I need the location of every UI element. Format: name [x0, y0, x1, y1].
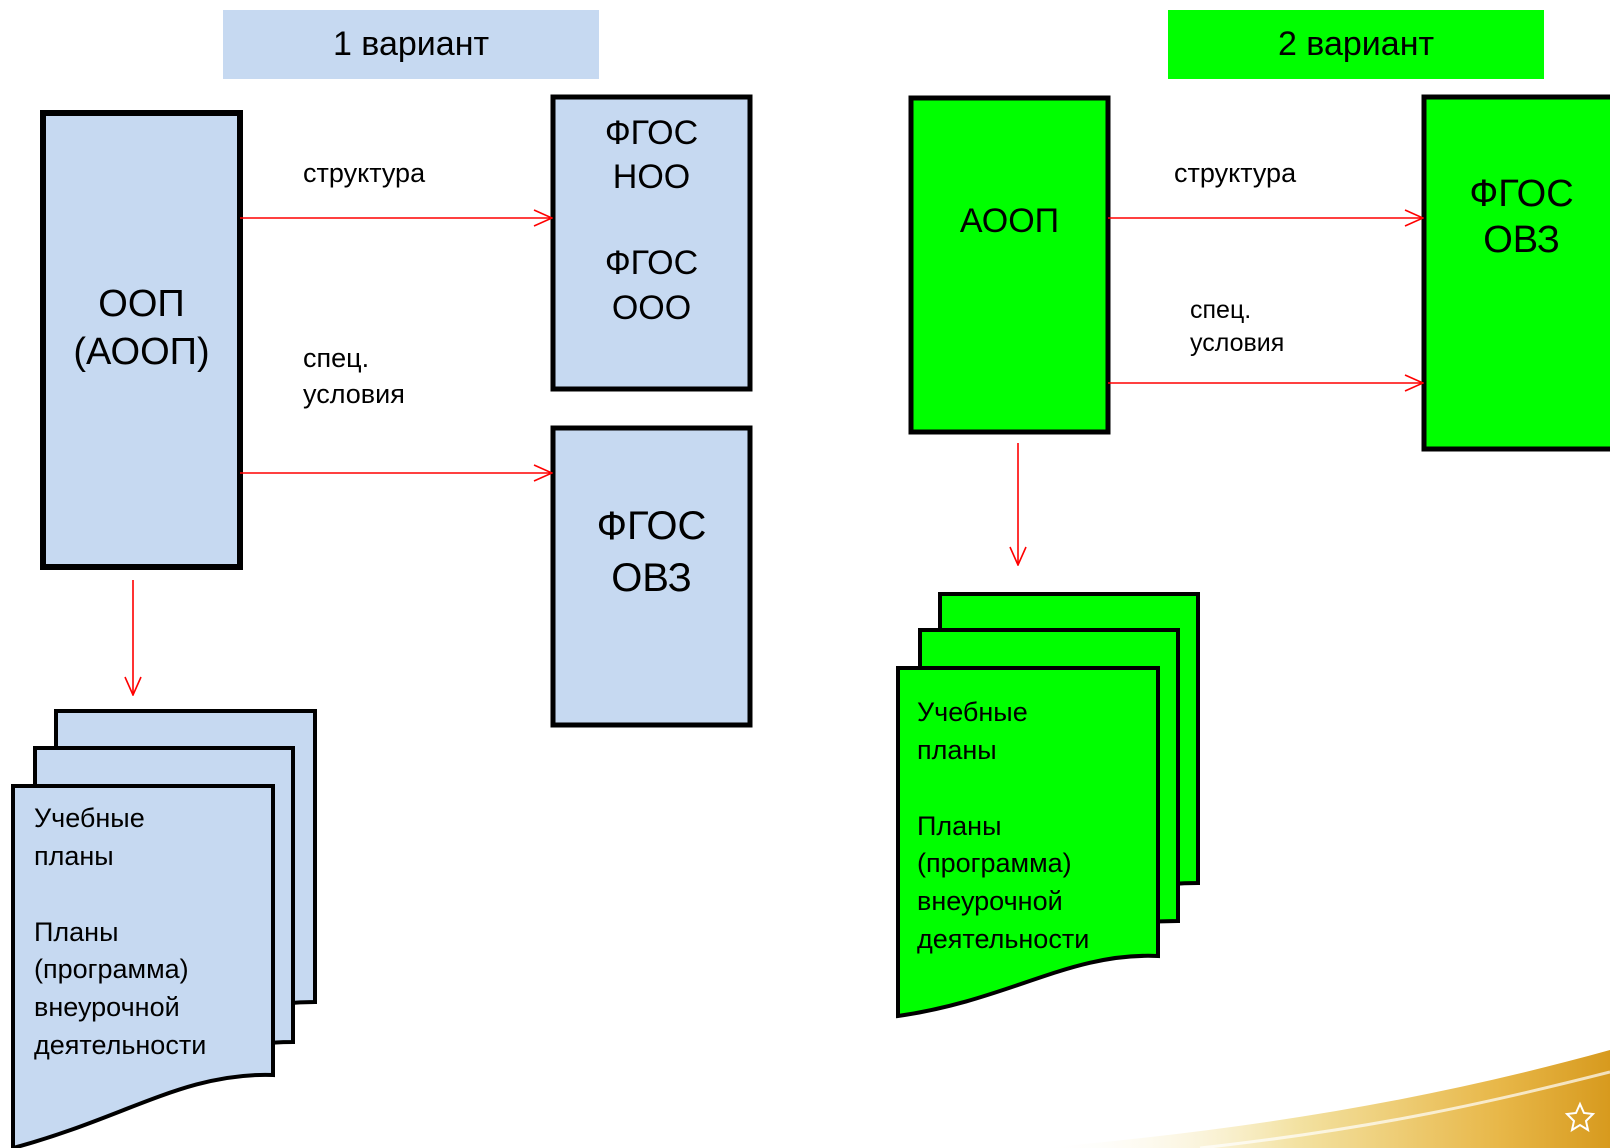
variant1-fgos-noo-ooo-label: ФГОС НОО ФГОС ООО: [553, 111, 750, 330]
variant1-documents: [11, 709, 317, 1148]
variant1-docs-line3: Планы: [34, 916, 119, 947]
variant2-banner-bg: [1168, 10, 1544, 79]
variant1-box-top-line1: ФГОС: [604, 114, 699, 152]
variant2-main-box: [908, 95, 1111, 435]
variant1-docs-line6: деятельности: [34, 1029, 207, 1060]
variant1-conditions-line1: спец.: [303, 343, 370, 373]
variant2-documents-text: Учебные планы Планы (программа) внеурочн…: [917, 694, 1089, 959]
variant1-box-top-line3: ФГОС: [604, 244, 699, 283]
variant1-fgos-ovz-label: ФГОС ОВЗ: [553, 500, 750, 604]
decorative-swoosh: [1040, 1050, 1610, 1148]
variant2-banner: 2 вариант: [1168, 10, 1544, 79]
variant2-main-box-label: АООП: [911, 200, 1108, 243]
variant2-docs-line1: Учебные: [917, 697, 1028, 727]
variant1-conditions-line2: условия: [303, 379, 405, 410]
star-ornament-icon: [1564, 1101, 1596, 1133]
variant2-conditions-line1: спец.: [1190, 296, 1252, 324]
variant1-docs-line1: Учебные: [34, 803, 145, 833]
variant2-documents: [896, 592, 1200, 1019]
variant1-box-top-line4: ООО: [611, 288, 692, 327]
variant1-main-box-line1: ООП: [98, 283, 185, 325]
variant1-fgos-noo-ooo-box: [550, 94, 753, 392]
variant1-conditions-label: спец. условия: [303, 340, 405, 413]
variant2-right-box-line1: ФГОС: [1469, 173, 1574, 215]
variant1-box-top-line2: НОО: [612, 158, 691, 197]
variant1-main-box: [40, 110, 243, 570]
variant1-box-bottom-line1: ФГОС: [596, 504, 707, 548]
variant2-docs-line2: планы: [917, 734, 997, 765]
variant2-docs-line6: деятельности: [917, 923, 1090, 954]
variant1-box-bottom-line2: ОВЗ: [611, 556, 692, 600]
variant2-docs-line5: внеурочной: [917, 886, 1063, 917]
variant2-fgos-ovz-box: [1421, 94, 1610, 452]
variant1-fgos-ovz-box: [550, 425, 753, 728]
variant2-fgos-ovz-label: ФГОС ОВЗ: [1424, 172, 1610, 263]
variant2-docs-line4: (программа): [917, 848, 1072, 879]
variant2-right-box-line2: ОВЗ: [1483, 218, 1560, 261]
variant1-docs-line4: (программа): [34, 954, 189, 985]
variant1-main-box-label: ООП (АООП): [43, 280, 240, 377]
variant2-conditions-label: спец. условия: [1190, 294, 1284, 359]
variant1-documents-text: Учебные планы Планы (программа) внеурочн…: [34, 800, 206, 1065]
variant1-banner-label: 1 вариант: [332, 25, 490, 63]
variant1-banner-bg: [223, 10, 599, 79]
variant1-structure-label: структура: [303, 158, 426, 188]
variant2-main-box-line1: АООП: [959, 202, 1060, 240]
variant1-banner: 1 вариант: [223, 10, 599, 79]
variant2-structure-label: структура: [1174, 158, 1297, 188]
variant1-docs-line2: планы: [34, 840, 114, 871]
variant2-docs-line3: Планы: [917, 810, 1002, 841]
variant1-main-box-line2: (АООП): [73, 331, 210, 374]
variant2-conditions-line2: условия: [1190, 328, 1285, 357]
variant2-banner-label: 2 вариант: [1277, 25, 1435, 63]
variant1-docs-line5: внеурочной: [34, 992, 180, 1023]
